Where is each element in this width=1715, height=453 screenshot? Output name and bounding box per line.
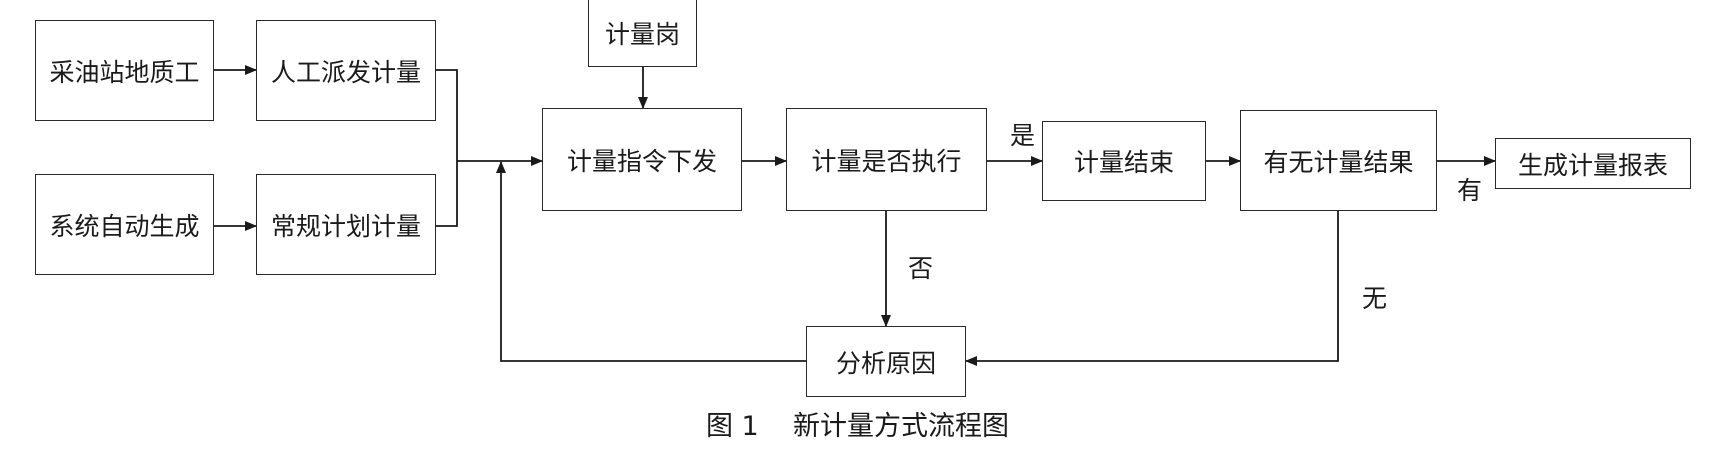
- node-system-auto: 系统自动生成: [35, 174, 214, 275]
- node-metering-end: 计量结束: [1042, 121, 1206, 201]
- node-result-check: 有无计量结果: [1240, 110, 1437, 211]
- connector-manual-to-merge: [436, 69, 458, 161]
- node-issue-command: 计量指令下发: [542, 108, 742, 211]
- node-regular-plan: 常规计划计量: [256, 174, 436, 275]
- figure-caption: 图 1 新计量方式流程图: [705, 411, 1010, 442]
- node-metering-post: 计量岗: [588, 0, 697, 67]
- node-manual-dispatch: 人工派发计量: [256, 20, 436, 121]
- edge-label-has: 有: [1457, 176, 1483, 205]
- edge-label-none: 无: [1362, 284, 1388, 313]
- arrow-analyze-to-merge: [496, 161, 806, 362]
- arrow-result-to-analyze: [965, 211, 1339, 366]
- node-executed-check: 计量是否执行: [786, 108, 987, 211]
- edge-label-no: 否: [908, 254, 934, 283]
- connector-regular-to-merge: [436, 161, 458, 227]
- node-oil-station-geologist: 采油站地质工: [35, 20, 214, 121]
- node-analyze-cause: 分析原因: [806, 326, 966, 397]
- edge-label-yes: 是: [1010, 121, 1036, 150]
- node-generate-report: 生成计量报表: [1495, 138, 1691, 189]
